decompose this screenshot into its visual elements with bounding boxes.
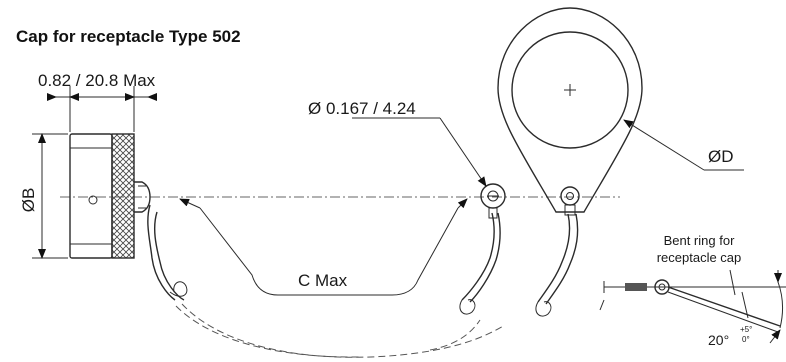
bent-angle-label: 20° xyxy=(708,332,729,348)
bent-terminal-body xyxy=(625,283,647,291)
cap-pin-hole xyxy=(88,195,98,205)
bent-angle-tol-minus: 0° xyxy=(742,335,750,344)
ring-inner-circle xyxy=(511,31,629,149)
c-max-dimension xyxy=(179,198,468,296)
ring-diameter-label: ØD xyxy=(708,147,734,166)
ring-diameter-leader xyxy=(623,119,705,171)
hole-leader xyxy=(439,117,487,187)
bent-angle-tol-plus: +5° xyxy=(740,325,752,334)
bent-ring-arm xyxy=(667,286,781,327)
bent-ring-label-line1: Bent ring for xyxy=(664,233,735,248)
c-max-label: C Max xyxy=(298,271,348,290)
cap-boss xyxy=(134,181,151,213)
eyelet-terminal xyxy=(480,183,506,219)
body-diameter-dimension xyxy=(32,133,68,259)
drawing-title: Cap for receptacle Type 502 xyxy=(16,27,241,46)
bent-angle-arc xyxy=(777,281,784,329)
body-diameter-label: ØB xyxy=(19,188,38,213)
width-label: 0.82 / 20.8 Max xyxy=(38,71,156,90)
width-dimension xyxy=(47,86,157,132)
bent-ring-detail xyxy=(599,269,786,344)
lanyard-cable xyxy=(147,204,579,358)
knurled-grip xyxy=(111,133,135,259)
ring-eyelet xyxy=(560,186,580,206)
bent-ring-label-line2: receptacle cap xyxy=(657,250,742,265)
ring-cap-end-view xyxy=(497,7,643,216)
hole-label: Ø 0.167 / 4.24 xyxy=(308,99,416,118)
cap-body xyxy=(69,133,151,259)
ring-outline xyxy=(497,7,643,213)
